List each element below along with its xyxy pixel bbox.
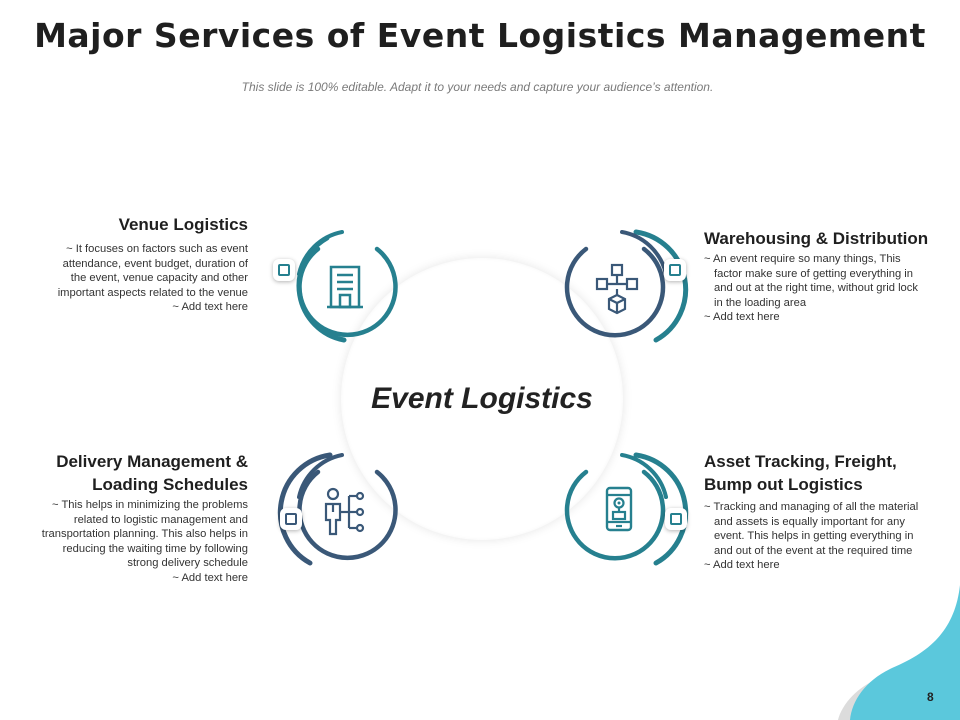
phone-tracking-icon [583, 474, 655, 546]
center-circle [341, 258, 623, 540]
desc-line: ~ An event require so many things, This [704, 253, 901, 265]
block-venue-description: ~ It focuses on factors such as event at… [20, 242, 248, 315]
building-icon [309, 251, 381, 323]
desc-line: attendance, event budget, duration of [62, 257, 248, 270]
block-warehousing: Warehousing & Distribution ~ An event re… [704, 227, 956, 325]
node-delivery-rings [277, 452, 398, 566]
desc-line: related to logistic management and [73, 513, 248, 526]
desc-line: event. This helps in getting everything … [714, 530, 914, 542]
desc-line: ~ This helps in minimizing the problems [52, 499, 248, 511]
block-warehousing-heading: Warehousing & Distribution [704, 227, 956, 250]
desc-line: and out at the right time, without grid … [714, 282, 918, 294]
badge-venue [273, 259, 295, 281]
block-asset-tracking: Asset Tracking, Freight, Bump out Logist… [704, 450, 956, 573]
block-delivery-description: ~ This helps in minimizing the problems … [10, 498, 248, 585]
desc-line: ~ Add text here [172, 571, 248, 584]
desc-line: strong delivery schedule [127, 557, 248, 569]
node-asset-tracking [544, 445, 694, 575]
node-delivery [270, 445, 420, 575]
desc-line: important aspects related to the venue [57, 286, 248, 299]
desc-line: ~ Add text here [704, 311, 780, 323]
desc-line: and out of the event at the required tim… [714, 544, 913, 557]
desc-line: ~ It focuses on factors such as event [66, 243, 248, 255]
desc-line: transportation planning. This also helps… [41, 528, 248, 540]
desc-line: ~ Add text here [172, 301, 248, 313]
desc-line: the event, venue capacity and other [70, 272, 248, 284]
boxes-flow-icon [583, 251, 655, 323]
desc-line: reducing the waiting time by following [62, 542, 248, 555]
heading-line: Warehousing & Distribution [704, 229, 929, 248]
desc-line: ~ Tracking and managing of all the mater… [704, 501, 919, 513]
desc-line: and assets is equally important for any [714, 515, 905, 528]
node-venue [270, 222, 420, 352]
page-number: 8 [927, 690, 934, 704]
heading-line: Loading Schedules [92, 475, 248, 494]
heading-line: Delivery Management & [56, 452, 248, 471]
person-network-icon [309, 474, 381, 546]
block-asset-description: ~ Tracking and managing of all the mater… [704, 500, 956, 573]
node-warehousing [544, 222, 694, 352]
block-delivery: Delivery Management & Loading Schedules … [10, 450, 248, 585]
badge-asset-tracking [665, 508, 687, 530]
heading-line: Asset Tracking, Freight, [704, 452, 897, 471]
block-asset-heading: Asset Tracking, Freight, Bump out Logist… [704, 450, 956, 496]
center-label: Event Logistics [371, 382, 593, 415]
node-venue-rings [296, 230, 398, 343]
heading-line: Venue Logistics [118, 215, 248, 234]
heading-line: Bump out Logistics [704, 475, 863, 494]
badge-delivery [280, 508, 302, 530]
block-warehousing-description: ~ An event require so many things, This … [704, 252, 956, 325]
slide-title: Major Services of Event Logistics Manage… [34, 16, 926, 55]
node-asset-rings [564, 452, 689, 566]
block-delivery-heading: Delivery Management & Loading Schedules [10, 450, 248, 496]
block-venue-logistics: Venue Logistics ~ It focuses on factors … [20, 213, 248, 315]
desc-line: in the loading area [714, 296, 807, 309]
block-venue-heading: Venue Logistics [20, 213, 248, 236]
slide-subtitle: This slide is 100% editable. Adapt it to… [241, 80, 714, 94]
desc-line: ~ Add text here [704, 559, 780, 571]
desc-line: factor make sure of getting everything i… [714, 267, 913, 280]
badge-warehousing [664, 259, 686, 281]
